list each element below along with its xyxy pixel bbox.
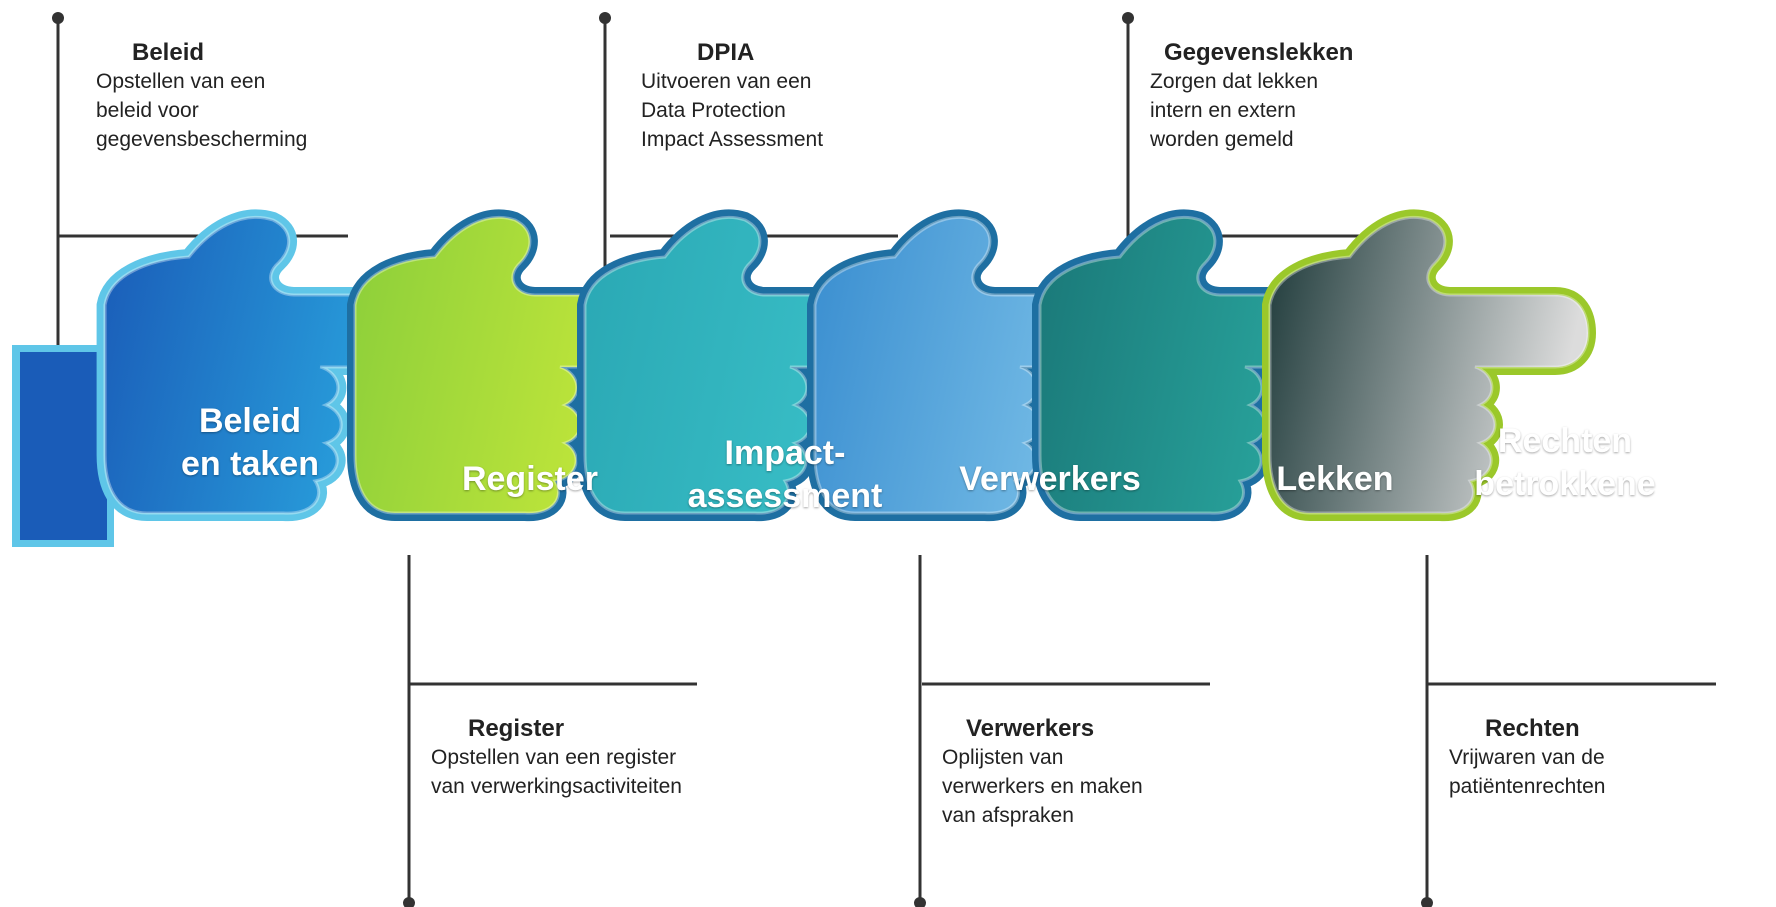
annotation-title: Beleid <box>132 39 205 66</box>
hand-2 <box>577 209 911 522</box>
hand-label-verwerkers: Verwerkers <box>959 460 1141 498</box>
connector-dot <box>599 12 611 24</box>
annotation-description: Opstellen van een beleid voor gegevensbe… <box>96 70 308 151</box>
connector-5 <box>1421 555 1716 907</box>
connector-dot <box>403 897 415 907</box>
hand-5 <box>1262 209 1596 522</box>
hand-body <box>1268 215 1590 515</box>
hand-label-lekken: Lekken <box>1276 460 1394 498</box>
annotation-register: Register Opstellen van een register van … <box>431 714 682 801</box>
annotation-dpia: DPIA Uitvoeren van een Data Protection I… <box>641 38 823 154</box>
annotation-description: Vrijwaren van de patiëntenrechten <box>1449 746 1606 798</box>
hands-group <box>12 209 1596 547</box>
connector-dot <box>52 12 64 24</box>
hand-label-impact-assessment: Impact- assessment <box>687 434 883 515</box>
annotation-description: Uitvoeren van een Data Protection Impact… <box>641 70 824 151</box>
annotation-title: Verwerkers <box>966 715 1095 742</box>
hand-label-beleid-en-taken: Beleid en taken <box>181 402 319 483</box>
hand-label-register: Register <box>461 460 599 498</box>
annotation-title: Register <box>468 715 565 742</box>
annotation-beleid: Beleid Opstellen van een beleid voor geg… <box>96 38 307 154</box>
annotation-title: Gegevenslekken <box>1164 39 1354 66</box>
annotation-gegevenslekken: Gegevenslekken Zorgen dat lekken intern … <box>1150 38 1353 154</box>
annotation-title: Rechten <box>1485 715 1580 742</box>
annotation-title: DPIA <box>697 39 755 66</box>
annotation-rechten: Rechten Vrijwaren van de patiëntenrechte… <box>1449 714 1605 801</box>
connector-dot <box>1421 897 1433 907</box>
connector-3 <box>403 555 697 907</box>
hand-3 <box>807 209 1141 522</box>
annotation-description: Oplijsten van verwerkers en maken van af… <box>942 746 1143 827</box>
hand-label-rechten-betrokkene: Rechten betrokkene <box>1474 422 1656 503</box>
connector-4 <box>914 555 1210 907</box>
annotation-verwerkers: Verwerkers Oplijsten van verwerkers en m… <box>942 714 1143 830</box>
annotation-description: Opstellen van een register van verwerkin… <box>431 746 682 798</box>
annotation-description: Zorgen dat lekken intern en extern worde… <box>1150 70 1319 151</box>
connector-dot <box>1122 12 1134 24</box>
connector-dot <box>914 897 926 907</box>
